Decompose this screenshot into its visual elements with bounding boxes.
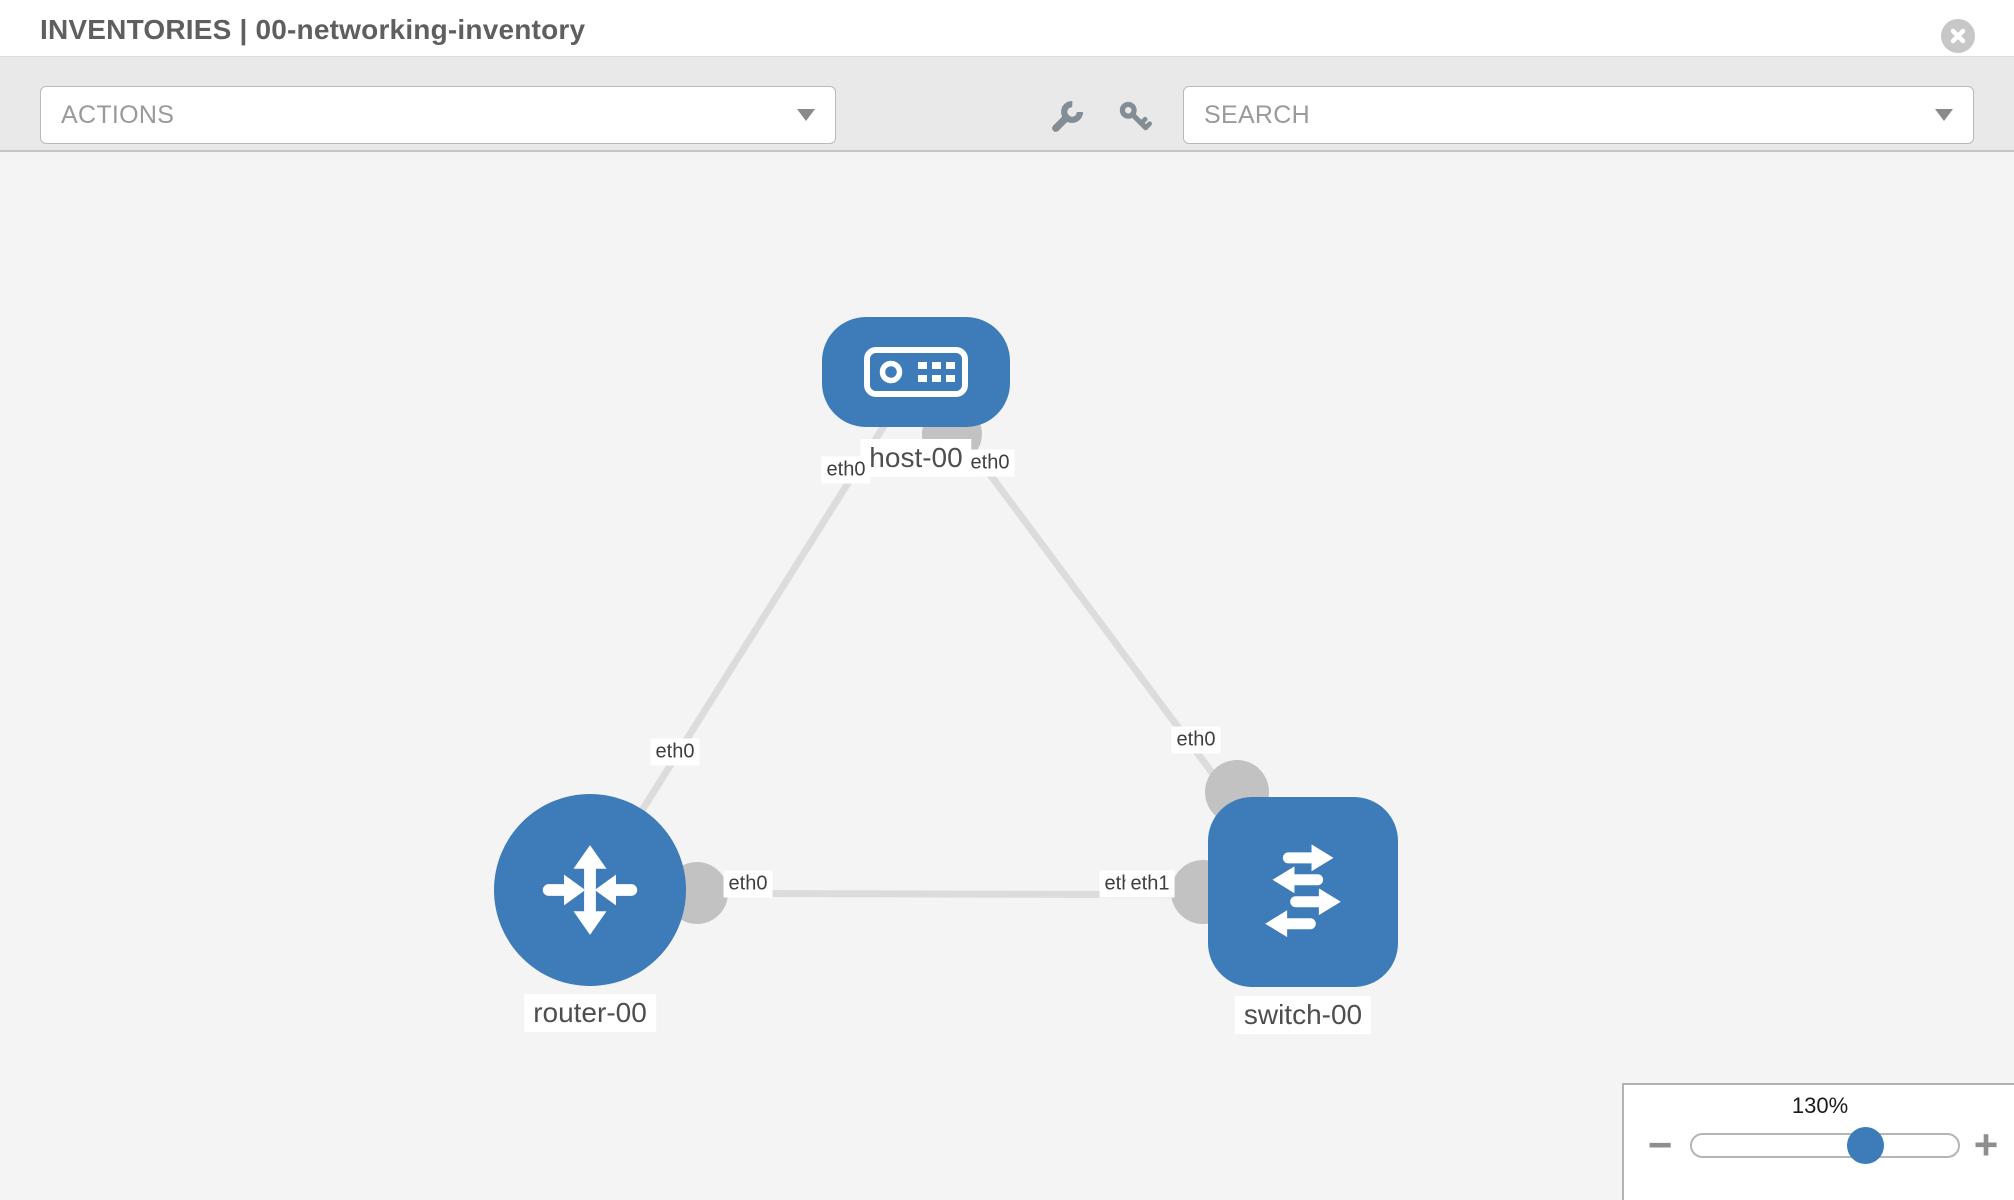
- iface-label-host-eth0-right: eth0: [965, 449, 1015, 477]
- node-switch-00[interactable]: [1208, 797, 1398, 987]
- zoom-level: 130%: [1791, 1093, 1849, 1118]
- iface-label-router-eth0: eth0: [723, 870, 773, 898]
- topology-links: [587, 372, 1306, 924]
- close-button[interactable]: [1941, 19, 1975, 53]
- switch-arrows-icon: [1265, 844, 1341, 938]
- actions-dropdown-label: ACTIONS: [61, 100, 175, 129]
- zoom-slider[interactable]: [1690, 1127, 1960, 1164]
- zoom-in-button[interactable]: +: [1973, 1121, 1999, 1168]
- node-label-switch-00: switch-00: [1234, 996, 1372, 1034]
- node-label-host-00: host-00: [860, 439, 972, 477]
- actions-dropdown[interactable]: ACTIONS: [40, 86, 836, 144]
- node-label-router-00: router-00: [524, 994, 656, 1032]
- node-host-00[interactable]: [822, 317, 1010, 427]
- search-dropdown[interactable]: SEARCH: [1183, 86, 1974, 144]
- page-header: INVENTORIES | 00-networking-inventory: [0, 0, 2014, 56]
- iface-label-router-eth0-top: eth0: [650, 738, 700, 766]
- configure-button[interactable]: [1049, 99, 1085, 135]
- router-arrows-icon: [542, 845, 638, 935]
- page-title: INVENTORIES | 00-networking-inventory: [40, 14, 586, 45]
- chevron-down-icon: [1935, 109, 1953, 121]
- iface-label-switch-eth0: eth0: [1171, 726, 1221, 754]
- iface-label-switch-eth1: eth1: [1125, 870, 1175, 898]
- server-icon: [864, 347, 968, 397]
- zoom-slider-handle[interactable]: [1847, 1127, 1884, 1164]
- zoom-panel: 130% − +: [1622, 1083, 2014, 1200]
- search-dropdown-label: SEARCH: [1204, 100, 1310, 129]
- topology-canvas[interactable]: host-00 router-00 switch-00 eth0 eth0 et…: [0, 155, 2014, 1200]
- close-icon: [1950, 28, 1966, 44]
- zoom-out-button[interactable]: −: [1647, 1121, 1673, 1168]
- key-icon: [1119, 101, 1152, 131]
- chevron-down-icon: [797, 109, 815, 121]
- wrench-icon: [1052, 100, 1084, 132]
- toolbar: ACTIONS SEARCH: [0, 56, 2014, 152]
- credentials-button[interactable]: [1117, 99, 1153, 135]
- iface-label-host-eth0-left: eth0: [821, 456, 871, 484]
- node-router-00[interactable]: [494, 794, 686, 986]
